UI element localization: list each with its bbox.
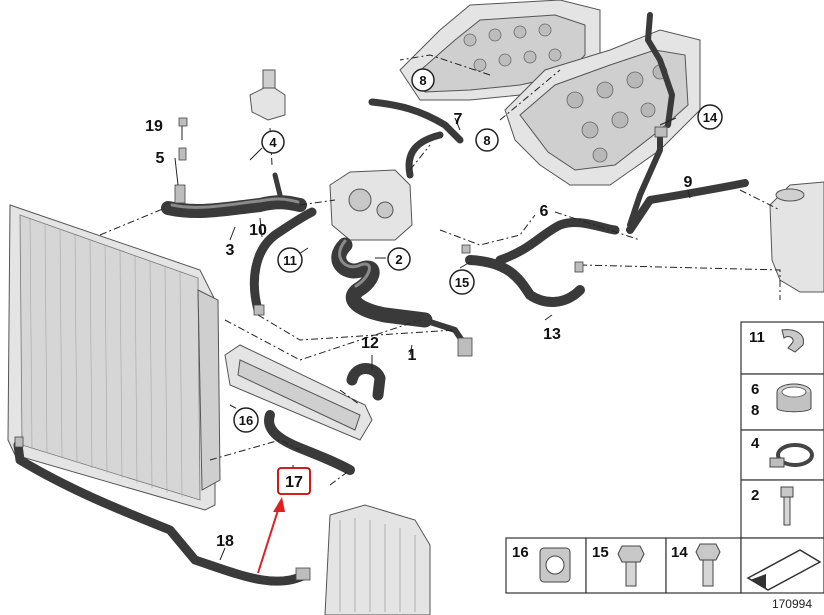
label-1: 1 [408, 347, 417, 364]
fittings [14, 117, 668, 581]
bleeder-reservoir [249, 69, 286, 121]
svg-text:8: 8 [419, 73, 426, 88]
legend-bottom: 16 15 14 [505, 537, 824, 594]
svg-text:14: 14 [671, 544, 688, 561]
svg-text:11: 11 [749, 329, 765, 346]
label-3: 3 [226, 242, 235, 259]
callout-4: 4 [261, 130, 285, 154]
label-12: 12 [361, 335, 379, 352]
svg-text:14: 14 [703, 110, 718, 125]
svg-text:16: 16 [239, 413, 253, 428]
label-19: 19 [145, 118, 163, 135]
engine-block [399, 0, 701, 186]
legend-item-2: 2 [751, 486, 794, 526]
label-7: 7 [454, 111, 463, 128]
legend-item-14: 14 [671, 543, 721, 587]
callout-17-highlight: 17 [277, 467, 311, 495]
legend-side: 11 6 8 4 2 [740, 321, 824, 539]
svg-text:15: 15 [455, 275, 469, 290]
flange-bolt-icon [617, 545, 645, 587]
callout-15: 15 [449, 269, 475, 295]
legend-item-11: 11 [749, 329, 804, 353]
legend-item-16: 16 [512, 544, 571, 583]
svg-text:17: 17 [285, 474, 303, 491]
label-10: 10 [249, 222, 267, 239]
callout-16: 16 [233, 407, 259, 433]
legend-item-4: 4 [751, 435, 814, 468]
hoses [13, 98, 749, 586]
expansion-tank [769, 181, 824, 293]
svg-text:8: 8 [483, 133, 490, 148]
label-18: 18 [216, 533, 234, 550]
clip-icon [781, 329, 804, 353]
svg-text:4: 4 [269, 135, 277, 150]
aux-cooler [224, 344, 373, 441]
water-pump-housing [329, 169, 413, 241]
svg-text:16: 16 [512, 544, 529, 561]
bolt-icon [780, 486, 794, 526]
callout-2: 2 [387, 247, 411, 271]
callout-11: 11 [277, 247, 303, 273]
reference-number: 170994 [772, 597, 812, 611]
label-6: 6 [540, 203, 549, 220]
legend-item-6-8: 6 8 [751, 381, 812, 419]
red-arrow-icon [257, 497, 285, 574]
lower-radiator [324, 504, 431, 615]
legend-item-15: 15 [592, 544, 645, 587]
grommet-icon [539, 547, 571, 583]
radiator [7, 204, 221, 511]
svg-text:6: 6 [751, 381, 759, 398]
hex-bolt-icon [695, 543, 721, 587]
callout-8-top: 8 [411, 68, 435, 92]
hose-clamp-icon [776, 383, 812, 413]
label-9: 9 [684, 174, 693, 191]
label-5: 5 [156, 150, 165, 167]
label-13: 13 [543, 326, 561, 343]
svg-text:8: 8 [751, 402, 759, 419]
svg-text:2: 2 [395, 252, 402, 267]
callout-14: 14 [697, 104, 723, 130]
svg-text:4: 4 [751, 435, 760, 452]
svg-text:15: 15 [592, 544, 609, 561]
worm-clamp-icon [769, 443, 814, 468]
svg-text:2: 2 [751, 487, 759, 504]
svg-text:11: 11 [283, 253, 297, 268]
reference-arrow-icon [746, 549, 822, 591]
callout-8-mid: 8 [475, 128, 499, 152]
